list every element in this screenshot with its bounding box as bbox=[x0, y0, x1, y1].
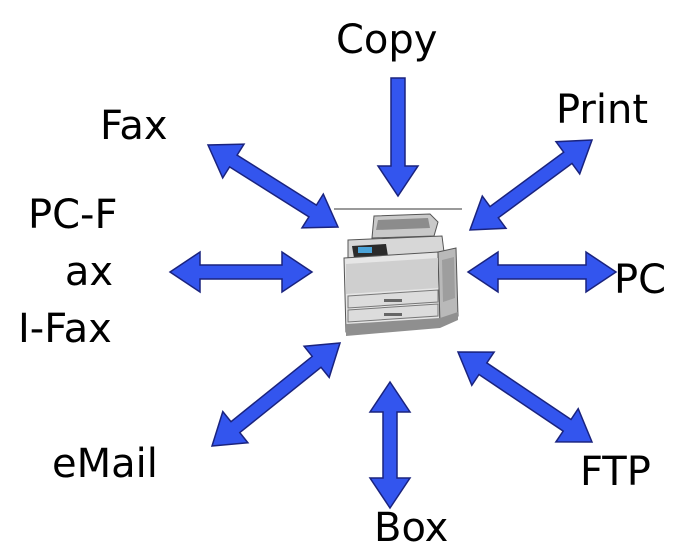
label-ftp: FTP bbox=[580, 449, 651, 495]
arrow-print bbox=[468, 139, 594, 231]
label-copy: Copy bbox=[336, 17, 438, 63]
label-pc: PC bbox=[614, 257, 667, 303]
label-print: Print bbox=[556, 87, 649, 133]
arrow-email bbox=[210, 342, 342, 447]
arrow-copy bbox=[376, 77, 420, 198]
multifunction-printer-icon bbox=[334, 208, 462, 336]
arrow-fax bbox=[206, 143, 340, 229]
arrow-pcfax bbox=[168, 250, 314, 294]
label-box: Box bbox=[374, 505, 449, 551]
label-pc-fax-line1: PC-F bbox=[28, 192, 118, 238]
arrow-box bbox=[368, 380, 412, 510]
label-pc-fax-ifax: PC-F ax I-Fax bbox=[14, 193, 164, 351]
label-pc-fax-line2: ax bbox=[64, 249, 114, 295]
label-fax: Fax bbox=[100, 103, 168, 149]
label-ifax: I-Fax bbox=[18, 306, 112, 352]
arrow-ftp bbox=[456, 351, 594, 443]
arrow-pc bbox=[466, 250, 618, 294]
label-email: eMail bbox=[52, 441, 158, 487]
